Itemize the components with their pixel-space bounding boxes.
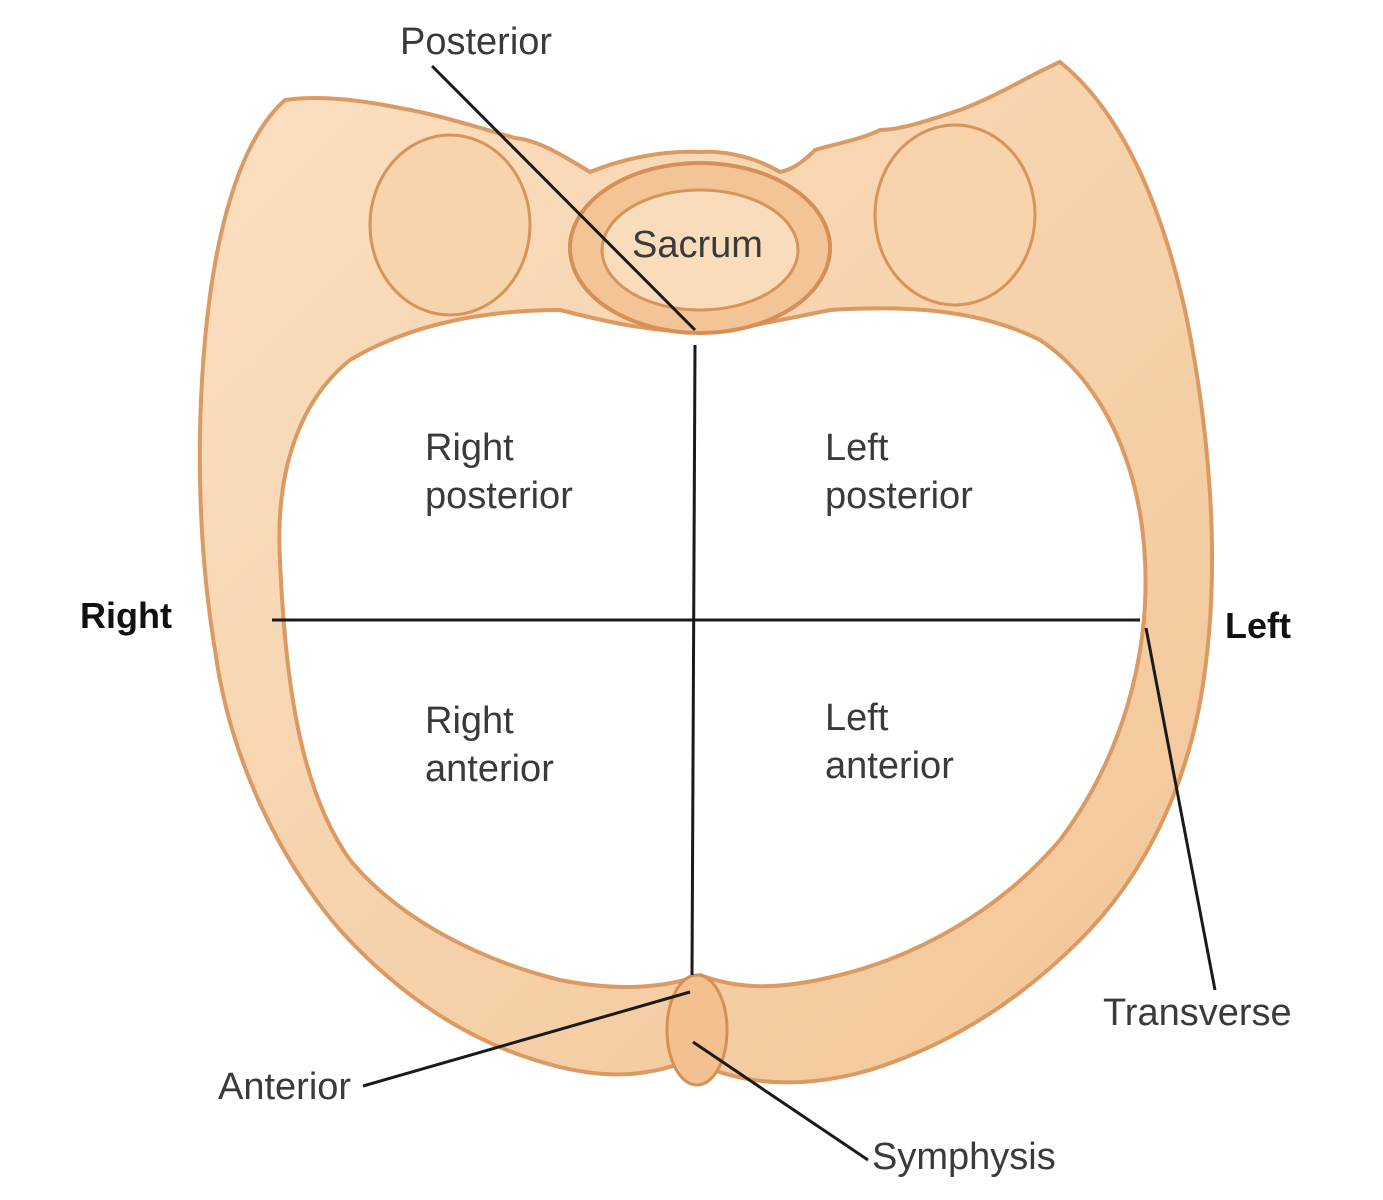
left-posterior-quadrant-label: Left posterior — [825, 424, 973, 520]
left-side-label: Left — [1225, 605, 1291, 646]
right-side-label: Right — [80, 595, 172, 636]
posterior-label: Posterior — [400, 21, 553, 63]
symphysis-leader-line — [692, 1040, 869, 1162]
symphysis-label: Symphysis — [872, 1136, 1056, 1178]
anterior-label: Anterior — [218, 1066, 352, 1108]
anteroposterior-line — [690, 344, 697, 976]
right-posterior-line-2: posterior — [425, 475, 573, 517]
pubic-symphysis — [665, 973, 729, 1087]
left-anterior-quadrant-label: Left anterior — [825, 694, 954, 790]
left-posterior-line-1: Left — [825, 427, 889, 469]
right-anterior-line-1: Right — [425, 700, 514, 742]
left-posterior-line-2: posterior — [825, 475, 973, 517]
sacrum-label: Sacrum — [632, 224, 763, 266]
transverse-label: Transverse — [1103, 992, 1292, 1034]
right-anterior-quadrant-label: Right anterior — [425, 697, 554, 793]
posterior-leader-line — [430, 64, 697, 332]
right-posterior-line-1: Right — [425, 427, 514, 469]
left-anterior-line-2: anterior — [825, 745, 954, 787]
right-anterior-line-2: anterior — [425, 748, 554, 790]
right-sacroiliac-joint — [368, 133, 532, 317]
left-sacroiliac-joint — [873, 123, 1037, 307]
transverse-leader-line — [1144, 627, 1217, 991]
pelvic-ring-bone — [197, 59, 1215, 1085]
sacrum-inner — [600, 188, 800, 312]
anterior-leader-line — [362, 990, 691, 1088]
left-anterior-line-1: Left — [825, 697, 889, 739]
right-posterior-quadrant-label: Right posterior — [425, 424, 573, 520]
